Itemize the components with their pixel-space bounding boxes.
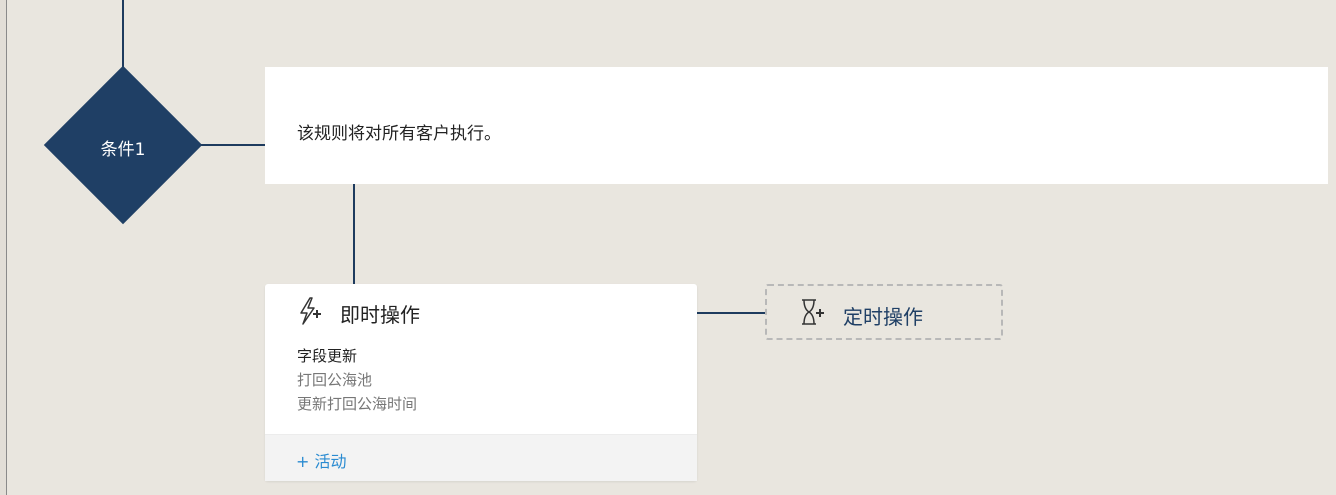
hourglass-plus-icon (802, 299, 824, 325)
scheduled-actions-button[interactable]: 定时操作 (765, 284, 1003, 340)
action-detail: 更新打回公海时间 (297, 395, 418, 413)
lightning-plus-icon (300, 297, 321, 325)
scheduled-actions-title: 定时操作 (843, 305, 923, 329)
action-title[interactable]: 字段更新 (297, 347, 358, 365)
condition-label: 条件1 (100, 140, 146, 160)
connector-immediate-to-scheduled (697, 312, 765, 314)
rule-description: 该规则将对所有客户执行。 (297, 124, 501, 144)
immediate-actions-title: 即时操作 (340, 303, 420, 327)
connector-top (122, 0, 124, 70)
card-footer: + 活动 (265, 434, 697, 481)
action-detail: 打回公海池 (297, 371, 373, 389)
add-activity-link[interactable]: + 活动 (296, 452, 347, 471)
connector-rule-to-immediate (353, 184, 355, 284)
left-border (0, 0, 7, 495)
immediate-actions-card: 即时操作 字段更新 打回公海池 更新打回公海时间 + 活动 (265, 284, 697, 481)
connector-diamond-to-rule (199, 144, 265, 146)
rule-box: 该规则将对所有客户执行。 (265, 67, 1328, 184)
